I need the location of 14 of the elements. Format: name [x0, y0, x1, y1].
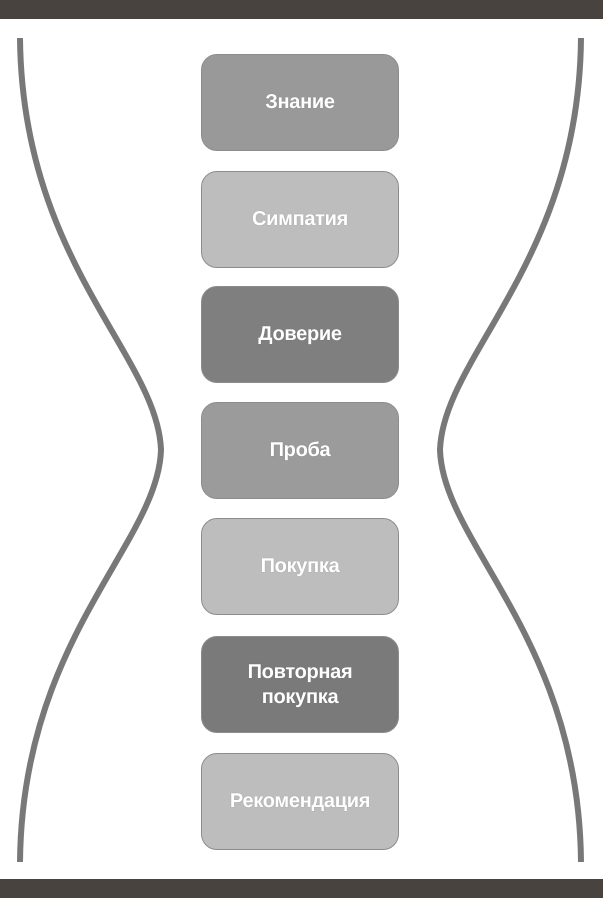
stage-box [201, 286, 399, 383]
stage-box [201, 753, 399, 850]
stage-label: Симпатия [252, 207, 348, 232]
stage-label: Проба [270, 438, 330, 463]
stage-label: Доверие [258, 322, 342, 347]
stage-box [201, 402, 399, 499]
stage-label: Знание [265, 90, 335, 115]
stage-box [201, 518, 399, 615]
stage-box [201, 171, 399, 268]
stage-box [201, 636, 399, 733]
stage-label: Покупка [260, 554, 340, 579]
stage-label: Повторная покупка [246, 660, 354, 710]
stage-box [201, 54, 399, 151]
stage-label: Рекомендация [230, 789, 370, 814]
